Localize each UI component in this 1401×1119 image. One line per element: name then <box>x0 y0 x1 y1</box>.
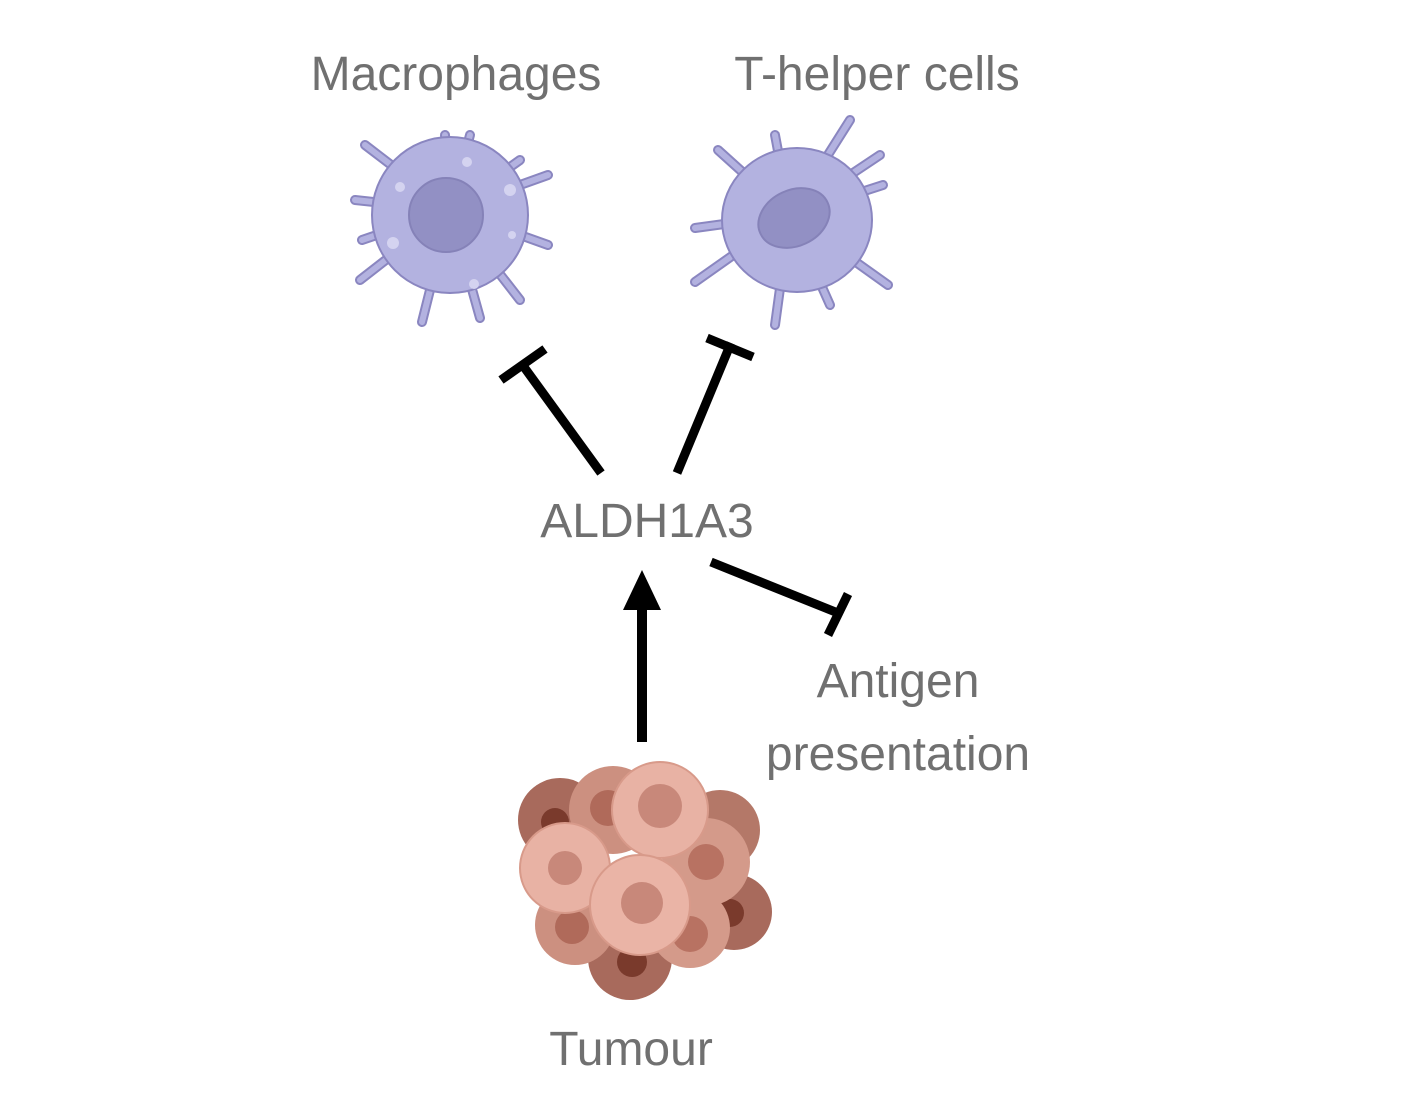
t-helper-cell-icon <box>690 115 893 330</box>
aldh1a3-label: ALDH1A3 <box>540 495 753 548</box>
inhibition-macrophages <box>498 345 605 476</box>
macrophage-cell-icon <box>350 130 553 327</box>
antigen-label-line2: presentation <box>766 728 1030 781</box>
inhibition-antigen-presentation <box>709 557 853 637</box>
inhibition-t-helper <box>672 333 755 475</box>
tumour-icon <box>518 761 772 1000</box>
t-helper-label: T-helper cells <box>734 48 1019 101</box>
activation-arrow <box>623 570 661 742</box>
macrophages-label: Macrophages <box>311 48 602 101</box>
tumour-label: Tumour <box>549 1023 713 1076</box>
antigen-label-line1: Antigen <box>817 655 980 708</box>
